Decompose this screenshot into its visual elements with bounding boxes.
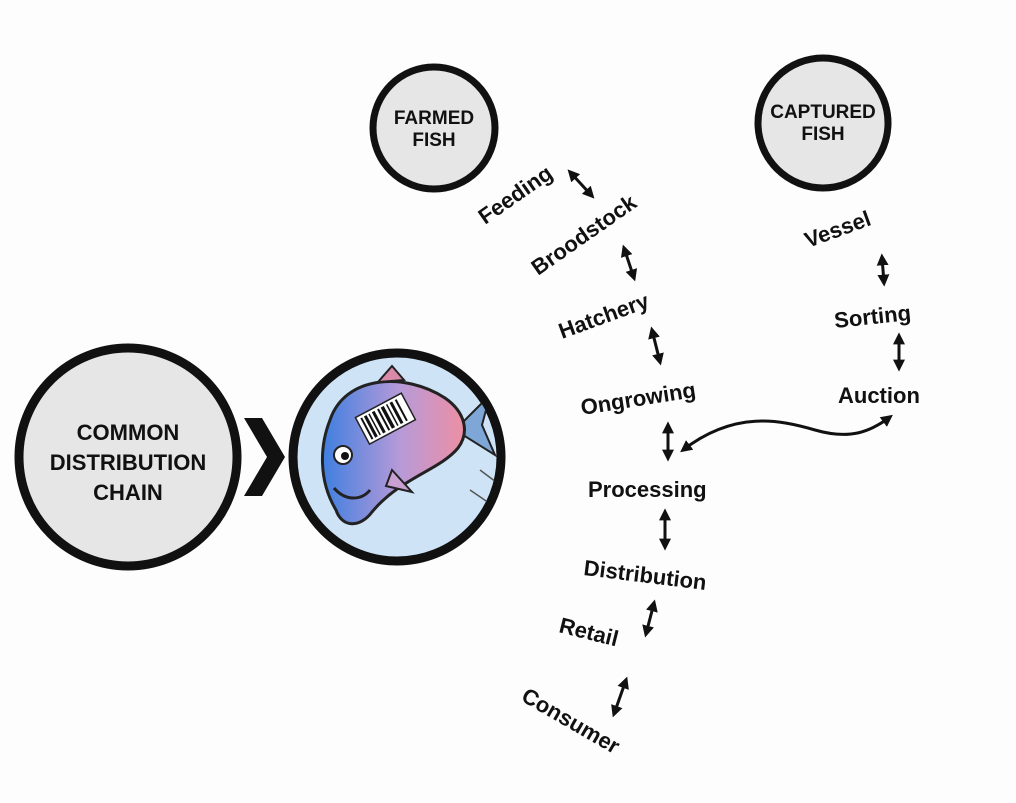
step-distribution: Distribution [582, 555, 708, 595]
step-feeding: Feeding [474, 160, 557, 229]
step-broodstock: Broodstock [527, 189, 642, 280]
captured-fish-label-line1: CAPTURED [770, 102, 876, 123]
captured-fish-label-line2: FISH [801, 124, 844, 145]
farmed-fish-label-line1: FARMED [394, 108, 474, 129]
common-chain-label-line1: COMMON [77, 420, 180, 445]
fish-barcode-illustration [288, 348, 506, 566]
common-chain-label-line3: CHAIN [93, 480, 163, 505]
arrow-distribution-retail [642, 599, 658, 638]
farmed-fish-label-line2: FISH [412, 130, 455, 151]
common-chain-node: COMMON DISTRIBUTION CHAIN [14, 343, 242, 571]
farmed-fish-node: FARMED FISH [369, 63, 499, 193]
arrow-broodstock-hatchery [620, 244, 638, 282]
step-ongrowing: Ongrowing [579, 377, 698, 420]
barcode-icon [354, 392, 417, 446]
common-chain-label-line2: DISTRIBUTION [50, 450, 206, 475]
step-processing: Processing [588, 477, 707, 502]
arrow-auction-processing [680, 414, 893, 453]
step-sorting: Sorting [833, 300, 912, 333]
arrow-hatchery-ongrowing [648, 326, 664, 366]
arrow-vessel-sorting [876, 253, 890, 287]
step-vessel: Vessel [801, 206, 874, 253]
step-retail: Retail [557, 613, 621, 652]
step-hatchery: Hatchery [555, 288, 653, 344]
arrow-retail-consumer [611, 676, 629, 718]
captured-fish-node: CAPTURED FISH [754, 54, 892, 192]
chevron-right-icon [244, 418, 285, 496]
arrow-feeding-broodstock [567, 169, 595, 199]
flow-arrows [567, 169, 905, 718]
step-consumer: Consumer [518, 683, 625, 759]
step-auction: Auction [838, 383, 920, 408]
